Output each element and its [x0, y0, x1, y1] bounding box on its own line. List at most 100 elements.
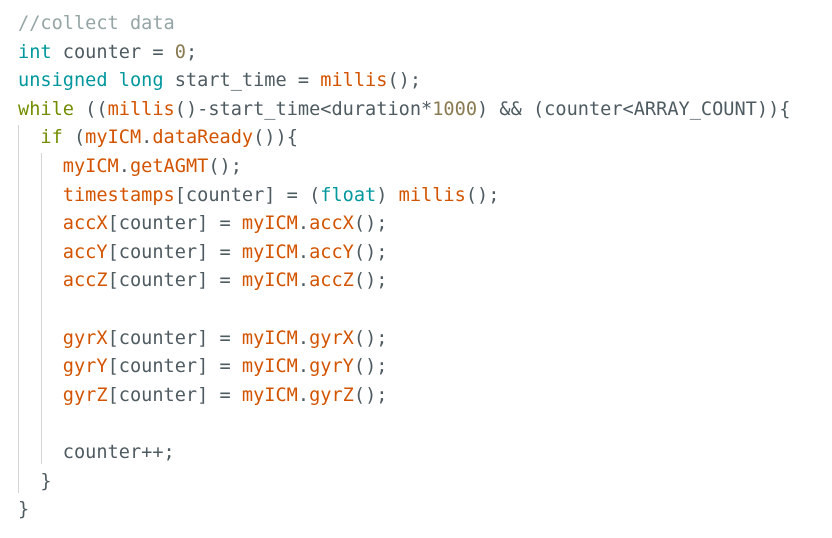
code-token: 1000	[432, 98, 478, 120]
code-token: .	[297, 213, 310, 235]
code-token: myICM	[241, 384, 298, 406]
code-token	[18, 213, 63, 234]
code-token	[18, 270, 63, 291]
code-token: millis	[320, 70, 388, 92]
code-token: [counter] =	[107, 270, 242, 292]
code-token	[18, 356, 63, 377]
code-token	[18, 328, 63, 349]
code-token: gyrX	[309, 327, 354, 349]
code-token: accY	[62, 241, 108, 263]
code-token: [counter] =	[107, 241, 242, 263]
code-line[interactable]: int counter = 0;	[18, 39, 790, 68]
code-token: .	[141, 127, 153, 149]
code-line[interactable]: accX[counter] = myICM.accX();	[18, 210, 790, 239]
code-line[interactable]	[18, 410, 790, 439]
code-token: accZ	[309, 270, 354, 292]
code-token: ();	[387, 70, 422, 92]
code-token: //collect data	[18, 13, 175, 34]
code-token: [counter] =	[107, 213, 242, 235]
code-token: counter++;	[18, 441, 175, 463]
code-token: ();	[353, 213, 388, 235]
code-token: timestamps	[62, 184, 175, 206]
code-token: myICM	[241, 327, 298, 349]
code-line[interactable]: accY[counter] = myICM.accY();	[18, 239, 790, 268]
code-token	[18, 127, 40, 148]
code-token: gyrZ	[62, 384, 108, 406]
code-token: gyrX	[62, 327, 108, 349]
code-token: gyrZ	[309, 384, 354, 406]
code-token: float	[320, 184, 377, 206]
code-token: counter =	[51, 41, 175, 63]
code-token: long	[118, 70, 164, 92]
code-token: }	[18, 470, 52, 492]
code-token: myICM	[241, 270, 298, 292]
code-token: [counter] =	[107, 384, 242, 406]
code-token: [counter] =	[107, 327, 242, 349]
code-token: myICM	[85, 127, 142, 149]
code-line[interactable]: }	[18, 468, 790, 497]
code-line[interactable]: gyrZ[counter] = myICM.gyrZ();	[18, 382, 790, 411]
code-token: .	[297, 384, 310, 406]
code-token: myICM	[62, 155, 119, 177]
indent-guide-while-block	[18, 125, 19, 493]
code-token: .	[297, 270, 310, 292]
code-token: accX	[62, 213, 108, 235]
code-line[interactable]: counter++;	[18, 439, 790, 468]
code-token: )	[376, 184, 399, 206]
code-token	[18, 385, 63, 406]
code-line[interactable]: //collect data	[18, 10, 790, 39]
code-token: int	[18, 41, 52, 63]
code-line[interactable]: gyrX[counter] = myICM.gyrX();	[18, 325, 790, 354]
code-token: myICM	[241, 356, 298, 378]
code-token: ()-start_time<duration*	[174, 98, 433, 120]
code-line[interactable]: if (myICM.dataReady()){	[18, 124, 790, 153]
code-token: gyrY	[309, 356, 354, 378]
code-token: myICM	[241, 241, 298, 263]
code-token	[18, 185, 63, 206]
code-line[interactable]	[18, 296, 790, 325]
code-token: dataReady	[152, 127, 254, 149]
code-token: ();	[208, 155, 242, 177]
code-token: .	[297, 356, 310, 378]
code-token: if	[40, 127, 63, 149]
code-token: millis	[398, 184, 466, 206]
code-token: (	[62, 127, 86, 149]
code-token: ();	[353, 270, 388, 292]
code-token: ((	[73, 98, 108, 120]
code-line[interactable]: accZ[counter] = myICM.accZ();	[18, 267, 790, 296]
code-token: unsigned	[18, 70, 108, 92]
code-token: 0	[174, 41, 186, 63]
code-token: }	[18, 499, 30, 521]
code-line[interactable]: gyrY[counter] = myICM.gyrY();	[18, 353, 790, 382]
code-token: ();	[353, 327, 388, 349]
code-token: [counter] =	[107, 356, 242, 378]
code-token: ();	[353, 356, 388, 378]
code-token: myICM	[241, 213, 298, 235]
code-token: accZ	[62, 270, 108, 292]
code-token: [counter] = (	[174, 184, 321, 206]
code-line[interactable]: unsigned long start_time = millis();	[18, 67, 790, 96]
code-token: ) && (counter<ARRAY_COUNT)){	[477, 98, 791, 120]
code-token	[108, 70, 119, 91]
code-token: .	[297, 327, 310, 349]
code-token: accY	[309, 241, 354, 263]
code-token: millis	[107, 98, 175, 120]
code-token	[18, 242, 63, 263]
code-line[interactable]: myICM.getAGMT();	[18, 153, 790, 182]
code-line[interactable]: }	[18, 496, 790, 525]
code-token	[18, 156, 63, 177]
code-line[interactable]: while ((millis()-start_time<duration*100…	[18, 96, 790, 125]
code-token: ();	[353, 384, 388, 406]
code-token: start_time =	[163, 70, 321, 92]
code-token: accX	[309, 213, 354, 235]
code-token: getAGMT	[129, 155, 209, 177]
code-token: gyrY	[62, 356, 108, 378]
code-token: ();	[465, 184, 500, 206]
code-token: ;	[185, 41, 198, 63]
code-token: .	[297, 241, 310, 263]
code-token: ()){	[253, 127, 298, 149]
code-line[interactable]: timestamps[counter] = (float) millis();	[18, 182, 790, 211]
code-token: ();	[353, 241, 388, 263]
